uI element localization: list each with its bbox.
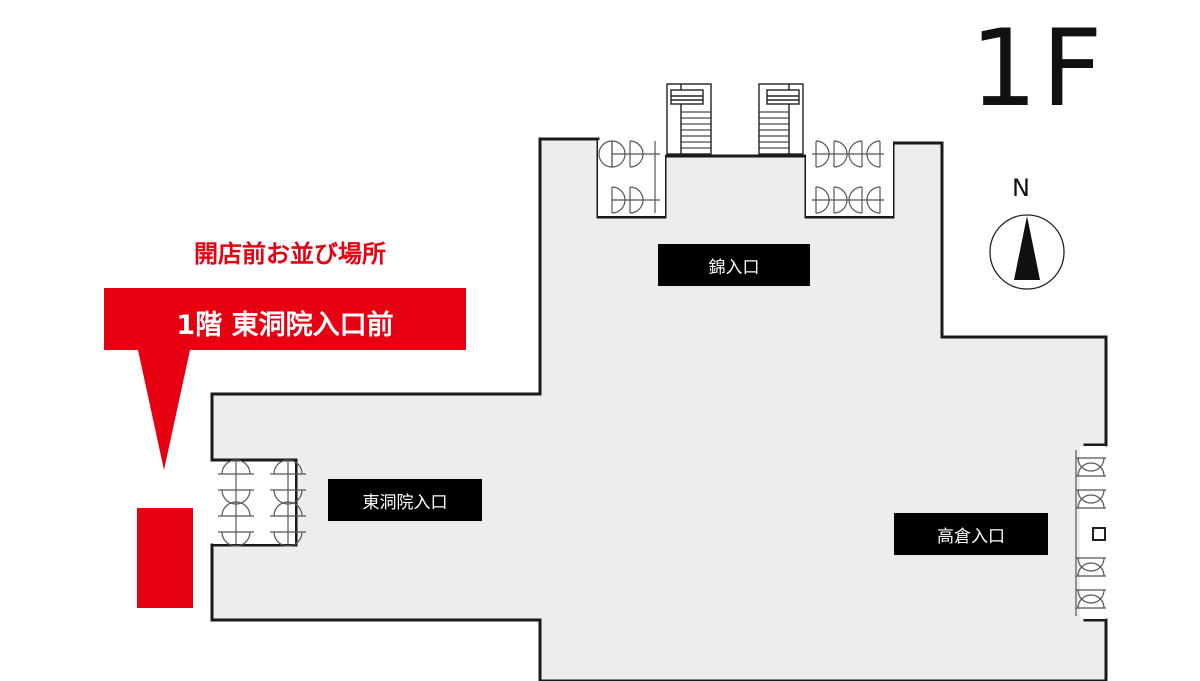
compass-north-label: N xyxy=(1012,174,1030,202)
entrance-label-takakura[interactable]: 高倉入口 xyxy=(894,513,1048,555)
stairs-icon xyxy=(666,83,712,155)
stairs-icon xyxy=(758,83,804,155)
door-icon xyxy=(218,459,306,547)
door-icon xyxy=(812,140,884,214)
queue-heading: 開店前お並び場所 xyxy=(194,240,386,268)
floor-plan xyxy=(210,137,1108,681)
door-icon xyxy=(1075,450,1106,616)
entrance-label-text: 錦入口 xyxy=(708,257,760,278)
entrance-label-nishiki[interactable]: 錦入口 xyxy=(658,244,810,286)
entrance-label-higashinotoin[interactable]: 東洞院入口 xyxy=(328,479,482,521)
door-icon xyxy=(598,140,660,214)
entrance-label-text: 高倉入口 xyxy=(937,526,1005,547)
floor-label: 1F xyxy=(970,7,1107,130)
queue-callout xyxy=(104,288,466,470)
compass-icon xyxy=(989,214,1065,290)
queue-location-text: 1階 東洞院入口前 xyxy=(176,309,394,341)
queue-location-marker xyxy=(137,508,193,608)
entrance-label-text: 東洞院入口 xyxy=(362,492,448,513)
